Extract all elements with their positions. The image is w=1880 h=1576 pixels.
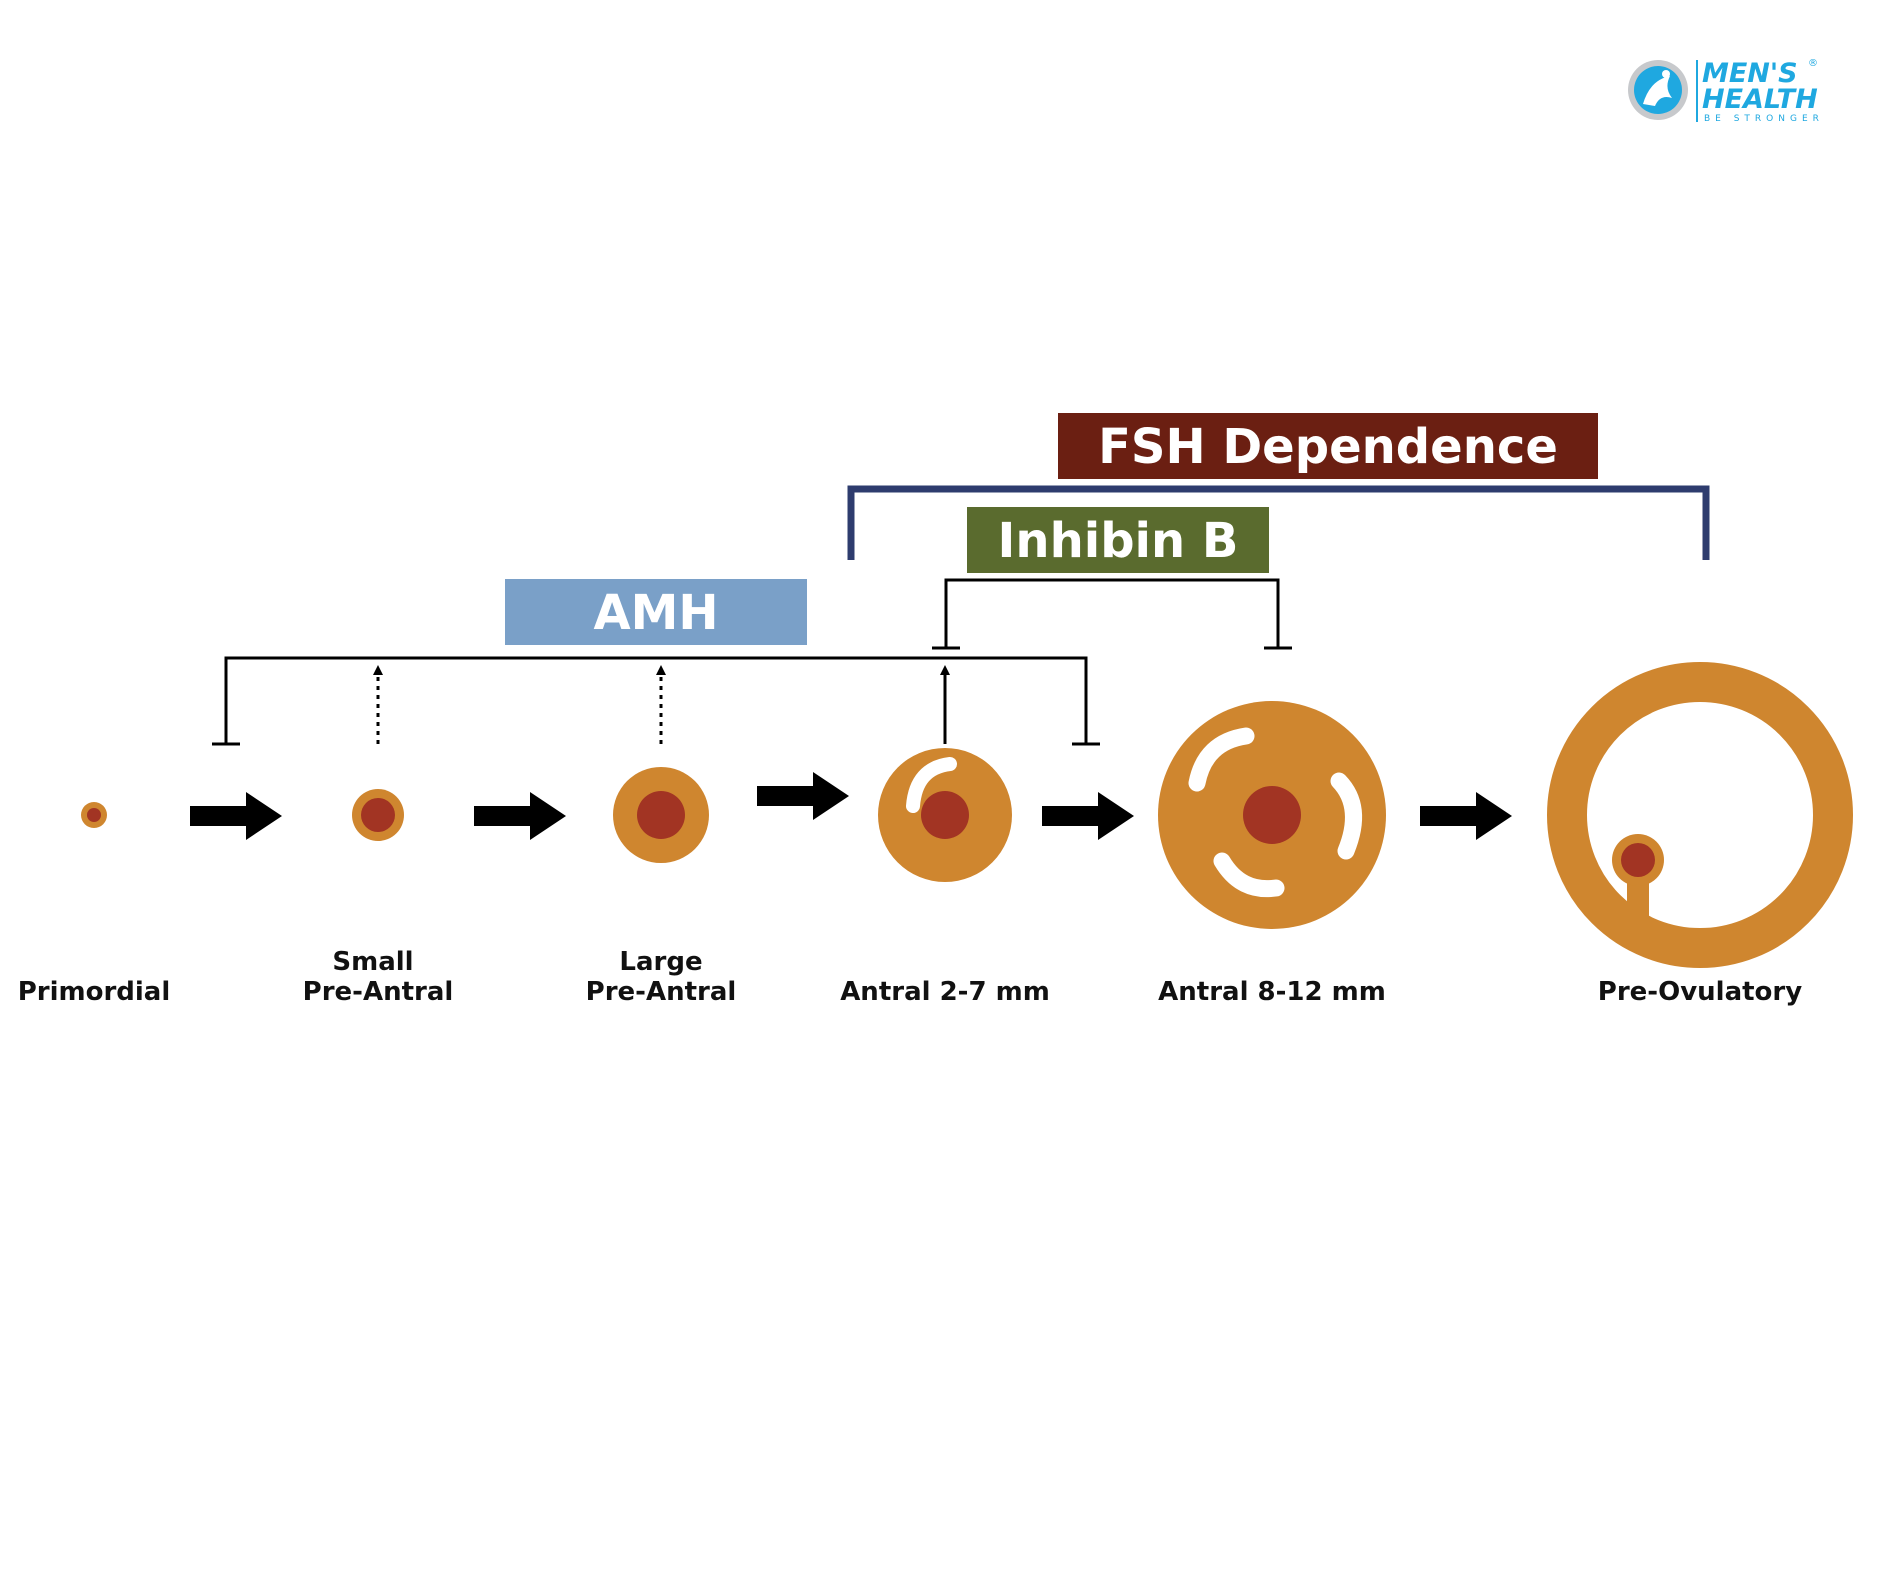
fsh-dependence-box bbox=[1058, 413, 1598, 479]
runner-in-circle-icon bbox=[1628, 60, 1688, 120]
follicle-large-preantral bbox=[613, 767, 709, 863]
logo-line1: MEN'S bbox=[1702, 58, 1798, 89]
logo-tagline: BE STRONGER bbox=[1704, 114, 1824, 124]
progression-arrow bbox=[1042, 792, 1134, 840]
stage-label-primordial: Primordial bbox=[18, 977, 171, 1007]
stage-label-antral-2-7: Antral 2-7 mm bbox=[840, 977, 1050, 1007]
antrum-space bbox=[1330, 772, 1363, 860]
progression-arrow bbox=[1420, 792, 1512, 840]
stage-label-large-line1: Large bbox=[619, 947, 702, 977]
progression-arrows bbox=[190, 772, 1512, 840]
inhibin-b-bracket bbox=[944, 578, 1280, 648]
stage-label-large-line2: Pre-Antral bbox=[586, 977, 737, 1007]
fsh-bracket bbox=[847, 485, 1710, 560]
logo-registered: ® bbox=[1808, 58, 1818, 69]
fsh-dependence-group: FSH Dependence bbox=[847, 413, 1710, 560]
follicle-antral-2-7mm bbox=[878, 748, 1012, 882]
amh-bracket bbox=[224, 656, 1088, 744]
follicle-preovulatory bbox=[1547, 662, 1853, 968]
antrum-space bbox=[1213, 852, 1285, 898]
stage-label-preovulatory: Pre-Ovulatory bbox=[1598, 977, 1802, 1007]
stage-label-antral-8-12: Antral 8-12 mm bbox=[1158, 977, 1386, 1007]
inhibin-b-label: Inhibin B bbox=[998, 513, 1239, 569]
logo-line2: HEALTH bbox=[1702, 84, 1818, 115]
progression-arrow bbox=[474, 792, 566, 840]
follicle-small-preantral bbox=[352, 789, 404, 841]
progression-arrow bbox=[190, 792, 282, 840]
mens-health-logo: MEN'S HEALTH ® BE STRONGER bbox=[1628, 58, 1824, 124]
antrum-space bbox=[906, 757, 957, 813]
stage-label-small-line2: Pre-Antral bbox=[303, 977, 454, 1007]
follicle-antral-8-12mm bbox=[1158, 701, 1386, 929]
fsh-dependence-label: FSH Dependence bbox=[1098, 419, 1558, 475]
stage-labels: Primordial Small Pre-Antral Large Pre-An… bbox=[18, 947, 1803, 1007]
antrum-space bbox=[1188, 727, 1255, 792]
inhibin-b-box bbox=[967, 507, 1269, 573]
stage-label-small-line1: Small bbox=[332, 947, 413, 977]
amh-label: AMH bbox=[593, 585, 718, 641]
amh-group: AMH bbox=[212, 579, 1100, 746]
follicle-primordial bbox=[81, 802, 107, 828]
inhibin-b-group: Inhibin B bbox=[932, 507, 1292, 650]
progression-arrow bbox=[757, 772, 849, 820]
amh-box bbox=[505, 579, 807, 645]
